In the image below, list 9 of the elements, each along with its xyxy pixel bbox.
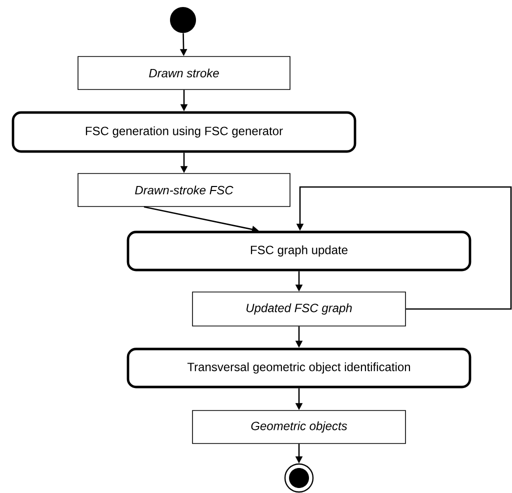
end-node <box>284 463 314 493</box>
action-box: Transversal geometric object identification <box>126 348 472 388</box>
data-box: Drawn-stroke FSC <box>78 173 290 207</box>
data-box: Drawn stroke <box>78 56 290 90</box>
action-box: FSC generation using FSC generator <box>12 111 356 153</box>
data-box: Updated FSC graph <box>192 292 406 326</box>
start-node <box>170 7 196 33</box>
action-box: FSC graph update <box>126 230 472 272</box>
data-box: Geometric objects <box>192 410 406 444</box>
